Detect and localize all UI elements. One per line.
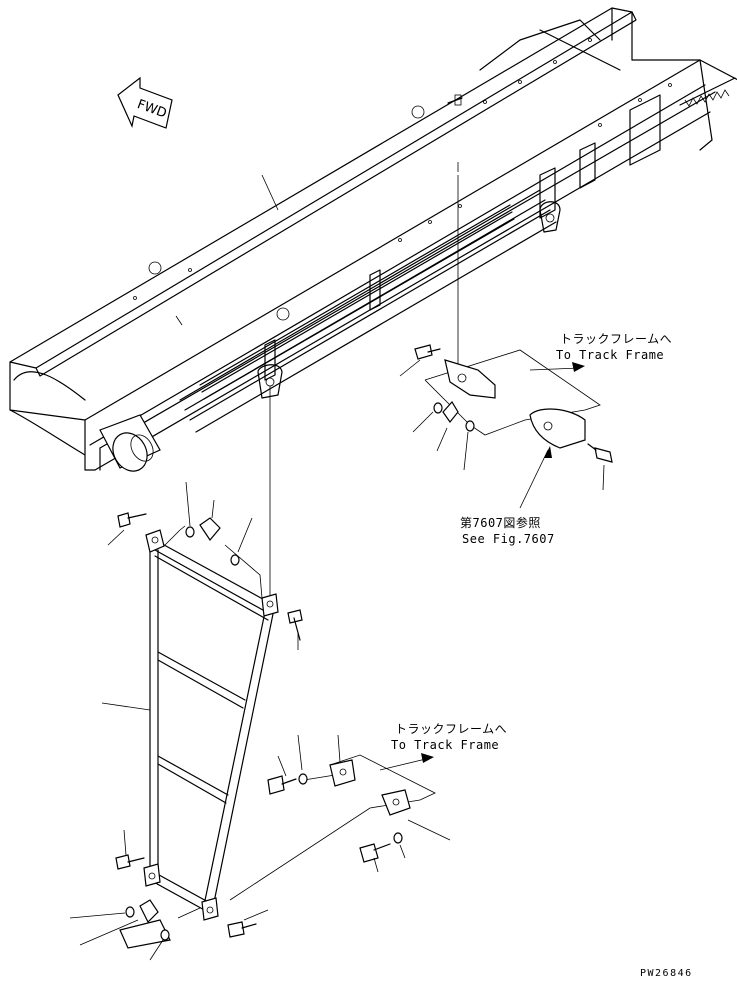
callout-lower-en: To Track Frame [391,738,499,752]
callout-upper-jp: トラックフレームへ [560,332,672,346]
motor-icon [99,414,161,472]
fwd-arrow-icon: FWD [117,76,173,129]
see-fig-jp: 第7607図参照 [460,515,541,530]
conveyor-frame [9,7,737,472]
callout-upper-en: To Track Frame [556,348,664,362]
callout-lower-jp: トラックフレームへ [395,722,507,736]
ladder-upper-hardware [107,481,303,650]
ladder [101,529,279,921]
upper-bracket-assembly [399,344,613,509]
see-fig-label: 第7607図参照 See Fig.7607 [460,515,555,546]
see-fig-en: See Fig.7607 [462,532,555,546]
lower-bracket-assembly [229,734,451,901]
callout-upper-label: トラックフレームへ To Track Frame [556,332,672,362]
drawing-code: PW26846 [640,968,693,979]
callout-lower-label: トラックフレームへ To Track Frame [391,722,507,752]
bolt-holes [133,38,672,300]
ladder-bottom-hardware [69,829,269,961]
